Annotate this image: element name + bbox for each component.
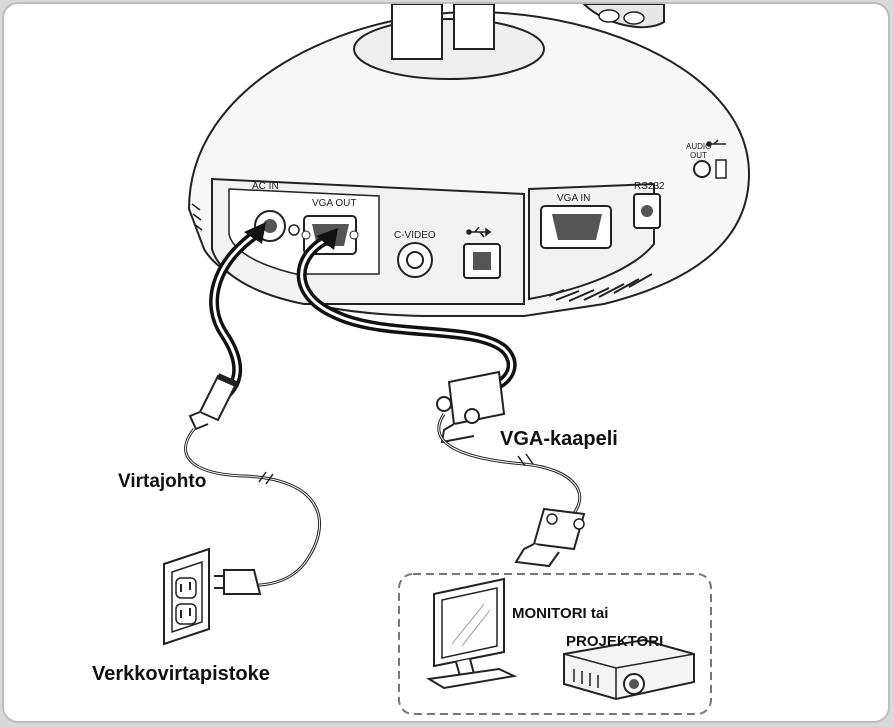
document-camera-base: AC IN VGA OUT C-VIDEO VGA IN RS232 AUDIO… [187, 4, 751, 317]
port-label-rs232: RS232 [634, 181, 665, 192]
label-projector: PROJEKTORI [566, 633, 663, 650]
label-vga-cable: VGA-kaapeli [500, 428, 618, 450]
port-label-audio-1: AUDIO [686, 142, 711, 151]
port-label-ac-in: AC IN [252, 181, 279, 192]
vga-cable [296, 228, 586, 568]
monitor-icon [426, 577, 518, 690]
usb-icon [466, 226, 492, 238]
port-label-c-video: C-VIDEO [394, 230, 436, 241]
vga-connector-icon [436, 370, 506, 444]
connection-diagram: AC IN VGA OUT C-VIDEO VGA IN RS232 AUDIO… [92, 4, 751, 715]
port-label-vga-in: VGA IN [557, 193, 590, 204]
port-label-audio-2: OUT [690, 151, 707, 160]
label-power-cord: Virtajohto [118, 471, 206, 492]
power-cord [184, 222, 321, 595]
power-plug-icon [188, 373, 238, 431]
port-label-vga-out: VGA OUT [312, 198, 356, 209]
usb-icon-2 [706, 139, 726, 147]
label-monitor: MONITORI tai [512, 605, 608, 622]
wall-outlet-icon [163, 547, 210, 646]
label-wall-outlet: Verkkovirtapistoke [92, 663, 270, 685]
projector-icon [563, 638, 695, 701]
